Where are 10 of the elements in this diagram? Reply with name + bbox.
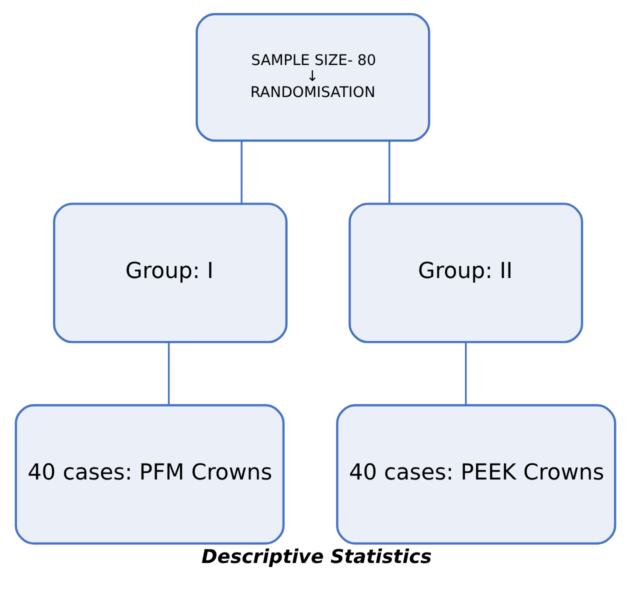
node-box: Group: I — [53, 202, 288, 344]
connector — [464, 342, 467, 405]
connector — [168, 342, 170, 405]
connector — [388, 140, 390, 204]
caption: Descriptive Statistics — [202, 545, 432, 568]
node-box: SAMPLE SIZE- 80 ↓ RANDOMISATION — [196, 13, 430, 142]
node-box: 40 cases: PEEK Crowns — [336, 404, 616, 545]
connector — [240, 140, 242, 204]
node-box: 40 cases: PFM Crowns — [14, 404, 285, 545]
node-box: Group: II — [348, 202, 584, 344]
